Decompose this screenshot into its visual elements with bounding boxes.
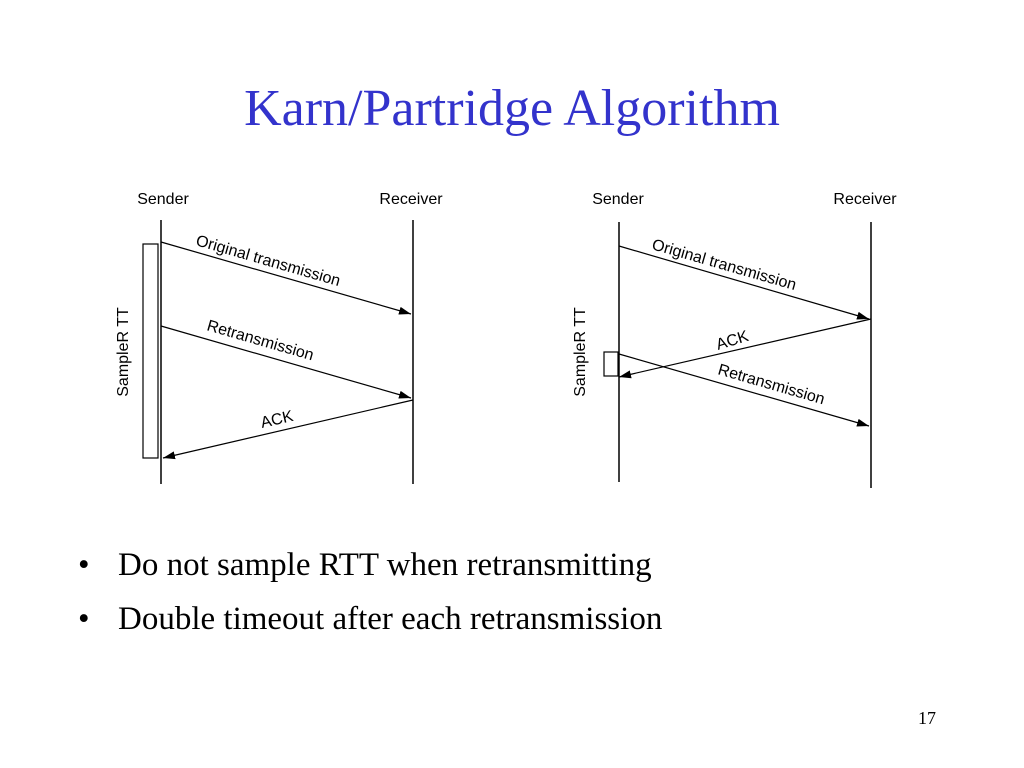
left-retransmission-arrow: [160, 325, 412, 399]
right-retransmission-label: Retransmission: [716, 362, 827, 409]
slide-title: Karn/Partridge Algorithm: [244, 80, 780, 137]
right-original-transmission-label: Original transmission: [650, 237, 798, 295]
right-sample-rtt-bracket: [603, 351, 619, 377]
right-retransmission-arrow: [618, 353, 870, 427]
left-sample-rtt-bracket: [142, 243, 159, 459]
right-receiver-label: Receiver: [833, 191, 897, 208]
right-sender-label: Sender: [592, 191, 644, 208]
left-sample-rtt-label: SampleR TT: [115, 307, 132, 397]
page-number: 17: [918, 708, 936, 728]
left-original-transmission-arrow: [160, 241, 412, 315]
left-original-transmission-label: Original transmission: [194, 233, 342, 291]
left-retransmission-label: Retransmission: [205, 318, 316, 365]
bullet-glyph: •: [78, 547, 90, 583]
right-sample-rtt-label: SampleR TT: [572, 307, 589, 397]
right-original-transmission-arrow: [618, 245, 870, 320]
bullet-text: Do not sample RTT when retransmitting: [118, 547, 652, 583]
bullet-glyph: •: [78, 601, 90, 637]
left-ack-arrow: [162, 399, 414, 460]
bullet-text: Double timeout after each retransmission: [118, 601, 663, 637]
right-ack-label: ACK: [714, 328, 751, 354]
left-sender-label: Sender: [137, 191, 189, 208]
right-ack-arrow: [618, 318, 872, 379]
left-receiver-label: Receiver: [379, 191, 443, 208]
right-diagram: Sender Receiver SampleR TT Original tran…: [572, 191, 897, 488]
left-diagram: Sender Receiver SampleR TT Original tran…: [115, 191, 443, 484]
bullet-item: • Do not sample RTT when retransmitting: [78, 538, 662, 592]
bullet-item: • Double timeout after each retransmissi…: [78, 592, 662, 646]
bullet-list: • Do not sample RTT when retransmitting …: [78, 538, 662, 646]
